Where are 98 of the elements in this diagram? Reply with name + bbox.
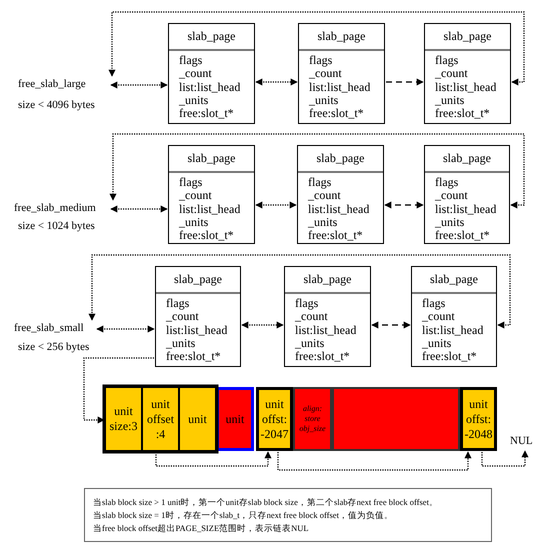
field-name: _count <box>179 67 212 80</box>
struct-title: slab_page <box>302 271 352 288</box>
arrow <box>277 451 472 471</box>
field-name: _units <box>308 216 338 229</box>
memory-unit-cell: unit offset :4 <box>142 387 179 451</box>
field-name: flags <box>435 54 458 67</box>
struct-box <box>298 23 385 124</box>
memory-unit-cell: unit offst: -2048 <box>460 387 497 451</box>
arrow <box>384 202 424 208</box>
arrow <box>386 78 424 86</box>
field-name: _count <box>166 310 199 323</box>
struct-title: slab_page <box>442 28 492 45</box>
size-label: size < 256 bytes <box>18 340 90 354</box>
field-name: free:slot_t* <box>179 107 234 120</box>
struct-box <box>411 266 497 367</box>
note-text: 当slab block size > 1 unit时，第一个unit存slab block size，第二个slab存next free block offset。 <box>93 496 439 509</box>
size-label: size < 1024 bytes <box>18 219 95 233</box>
struct-box <box>168 23 255 124</box>
field-name: _count <box>422 310 455 323</box>
struct-box <box>284 266 371 367</box>
arrow <box>241 322 284 328</box>
struct-title: slab_page <box>316 150 366 167</box>
field-name: free:slot_t* <box>166 350 221 363</box>
field-name: list:list_head <box>166 324 228 337</box>
field-name: _count <box>435 189 468 202</box>
note-box <box>84 488 492 542</box>
struct-title: slab_page <box>429 271 479 288</box>
memory-unit-cell: unit <box>179 387 216 451</box>
field-name: list:list_head <box>435 81 496 94</box>
field-name: free:slot_t* <box>179 229 234 242</box>
memory-unit-cell: unit offst: -2047 <box>256 387 293 451</box>
field-name: flags <box>309 54 332 67</box>
struct-box <box>424 23 511 124</box>
field-name: list:list_head <box>309 81 370 94</box>
field-name: list:list_head <box>179 81 240 94</box>
field-name: list:list_head <box>179 203 240 216</box>
field-name: flags <box>308 176 332 189</box>
struct-title: slab_page <box>186 150 236 167</box>
field-name: free:slot_t* <box>309 107 364 120</box>
field-name: _units <box>179 216 208 229</box>
field-name: _count <box>308 189 341 202</box>
field-name: list:list_head <box>308 203 370 216</box>
list-head-label: free_slab_small <box>14 321 96 337</box>
field-name: flags <box>166 297 190 310</box>
memory-region <box>332 387 460 451</box>
struct-title: slab_page <box>442 150 492 167</box>
arrow <box>371 322 411 328</box>
field-name: _units <box>166 337 196 350</box>
field-name: free:slot_t* <box>422 350 477 363</box>
arrow <box>96 326 155 332</box>
arrow <box>481 450 528 467</box>
field-name: flags <box>435 176 458 189</box>
field-name: list:list_head <box>435 203 496 216</box>
field-name: free:slot_t* <box>435 107 490 120</box>
memory-unit-cell: align: store obj_size <box>293 387 332 451</box>
arrow <box>108 11 525 86</box>
struct-title: slab_page <box>316 28 366 45</box>
struct-box <box>155 266 241 367</box>
field-name: _units <box>422 337 452 350</box>
arrow <box>83 357 154 424</box>
note-text: 当slab block size = 1时，存在一个slab_t，只存next free block offset，值为负值。 <box>93 509 394 522</box>
list-head-label: free_slab_medium <box>14 201 110 217</box>
field-name: list:list_head <box>422 324 484 337</box>
memory-unit-cell: unit <box>216 387 254 451</box>
list-head-label: NUL <box>510 434 542 450</box>
struct-box <box>424 145 510 244</box>
note-text: 当free block offset超出PAGE_SIZE范围时，表示链表NUL <box>93 522 310 535</box>
field-name: _count <box>295 310 328 323</box>
struct-title: slab_page <box>186 28 236 45</box>
arrow <box>155 451 272 467</box>
field-name: _count <box>309 67 342 80</box>
arrow <box>88 254 511 328</box>
arrow <box>110 133 525 208</box>
struct-box <box>168 145 255 244</box>
list-head-label: free_slab_large <box>18 77 110 93</box>
field-name: _count <box>435 67 468 80</box>
field-name: _units <box>295 337 324 350</box>
field-name: _units <box>435 216 464 229</box>
field-name: _units <box>435 94 464 107</box>
field-name: list:list_head <box>295 324 356 337</box>
arrow <box>255 78 298 86</box>
field-name: _units <box>309 94 338 107</box>
field-name: _count <box>179 189 212 202</box>
field-name: flags <box>179 54 202 67</box>
field-name: flags <box>422 297 446 310</box>
size-label: size < 4096 bytes <box>18 98 95 112</box>
memory-unit-cell: unit size:3 <box>105 387 142 451</box>
arrow <box>110 206 168 212</box>
struct-box <box>297 145 384 244</box>
field-name: flags <box>179 176 202 189</box>
field-name: free:slot_t* <box>308 229 363 242</box>
arrow <box>110 82 168 88</box>
field-name: _units <box>179 94 208 107</box>
field-name: free:slot_t* <box>435 229 490 242</box>
field-name: free:slot_t* <box>295 350 350 363</box>
struct-title: slab_page <box>173 271 223 288</box>
field-name: flags <box>295 297 318 310</box>
arrow <box>255 202 297 208</box>
